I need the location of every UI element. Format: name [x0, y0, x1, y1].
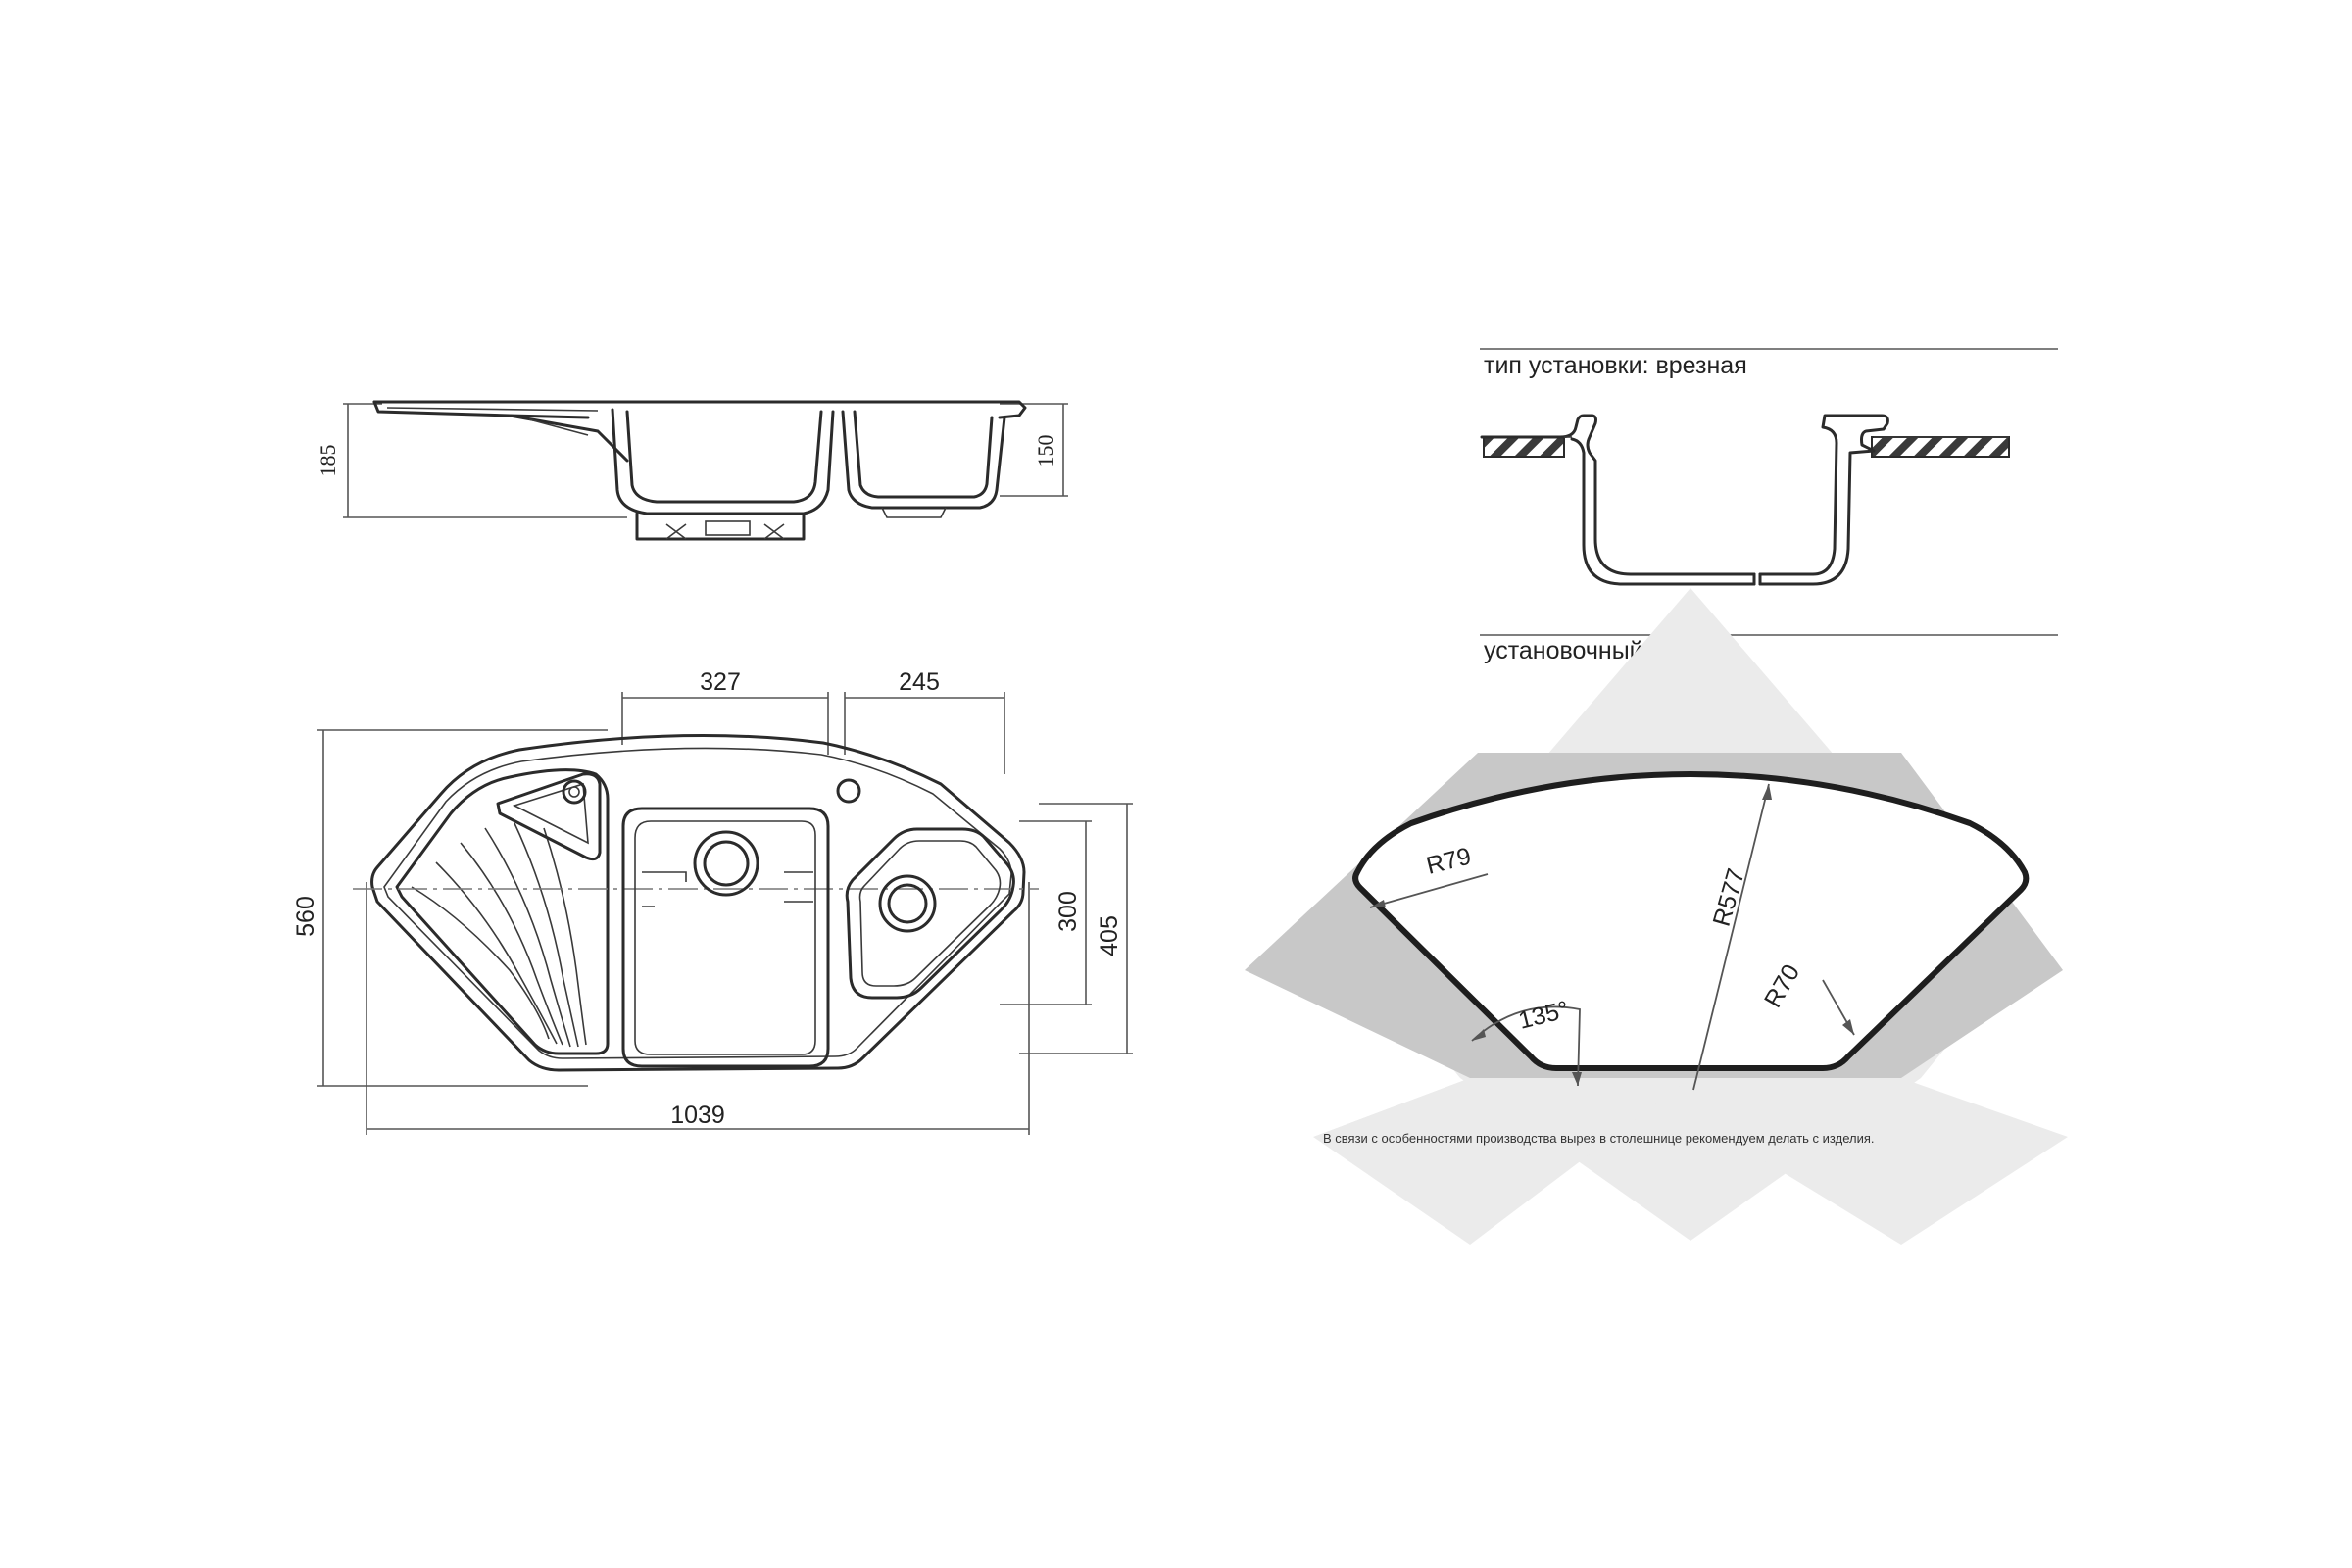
countertop-right: [1871, 436, 2010, 458]
side-view: 185 150: [316, 400, 1068, 541]
dim-small-bowl-300: 300: [1054, 891, 1082, 932]
cutout-section: установочный проем R79 R577 R70 135° В с…: [1245, 588, 2068, 1245]
install-type-heading: тип установки: врезная: [1484, 352, 1747, 379]
top-view: 327 245 560 300 405 1039: [292, 668, 1133, 1135]
dim-main-bowl-width: 327: [700, 668, 741, 696]
dim-small-bowl-405: 405: [1096, 915, 1123, 956]
install-type-section: тип установки: врезная: [1480, 348, 2058, 636]
cutout-outline: [1352, 771, 2030, 1071]
side-height-left-label: 185: [316, 445, 340, 477]
shade-lower-left: [1313, 1078, 1690, 1245]
side-height-right-label: 150: [1033, 435, 1057, 467]
dim-depth: 560: [292, 896, 319, 937]
shade-lower-right: [1725, 1078, 2068, 1245]
countertop-left: [1483, 436, 1565, 458]
cutout-footnote: В связи с особенностями производства выр…: [1323, 1131, 1875, 1146]
dim-small-bowl-width: 245: [899, 668, 940, 696]
dim-total-width: 1039: [670, 1102, 725, 1129]
